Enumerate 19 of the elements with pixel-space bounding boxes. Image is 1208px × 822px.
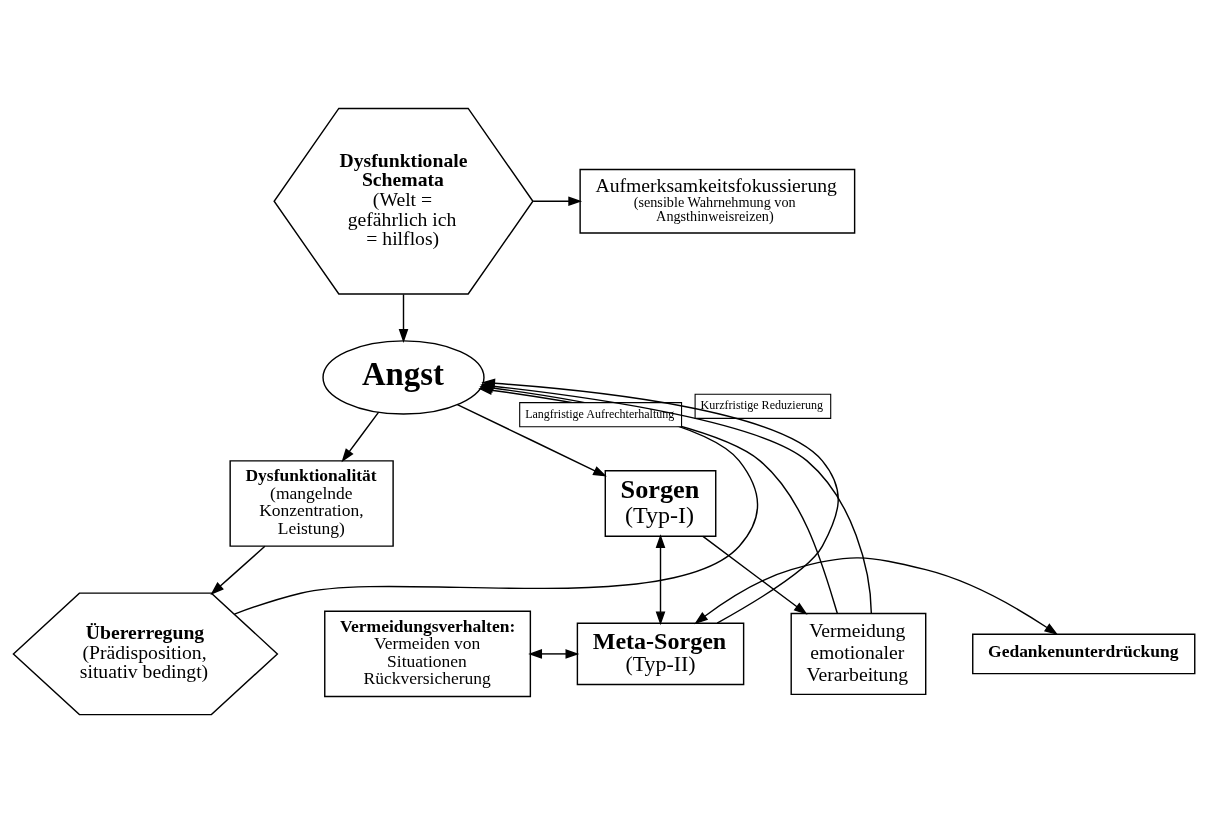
arrow xyxy=(210,545,266,595)
arrow xyxy=(532,195,583,206)
node-box: Gedankenunterdrückung xyxy=(972,633,1196,674)
arrow xyxy=(456,403,607,477)
node-box: Vermeidung emotionaler Verarbeitung xyxy=(790,612,927,695)
arrow xyxy=(398,293,409,343)
node-box: Sorgen (Typ-I) xyxy=(604,469,717,537)
node-ellipse: Angst xyxy=(322,339,485,415)
edge-label: Langfristige Aufrechterhaltung xyxy=(525,406,675,421)
arrow xyxy=(694,556,1059,635)
node-box: Vermeidungsverhalten: Vermeiden von Situationen Rückversicherung xyxy=(324,610,532,697)
arrow xyxy=(528,648,580,659)
arrow xyxy=(655,533,666,625)
edge-label: Kurzfristige Reduzierung xyxy=(700,397,824,412)
node-box: Meta-Sorgen (Typ-II) xyxy=(576,622,745,685)
node-box: Aufmerksamkeitsfokussierung (sensible Wahrnehmung von Angsthinweisreizen) xyxy=(579,168,856,234)
arrow xyxy=(702,535,808,615)
arrow xyxy=(341,410,380,462)
node-box: Dysfunktionalität (mangelnde Konzentration, Leistung) xyxy=(229,459,394,547)
